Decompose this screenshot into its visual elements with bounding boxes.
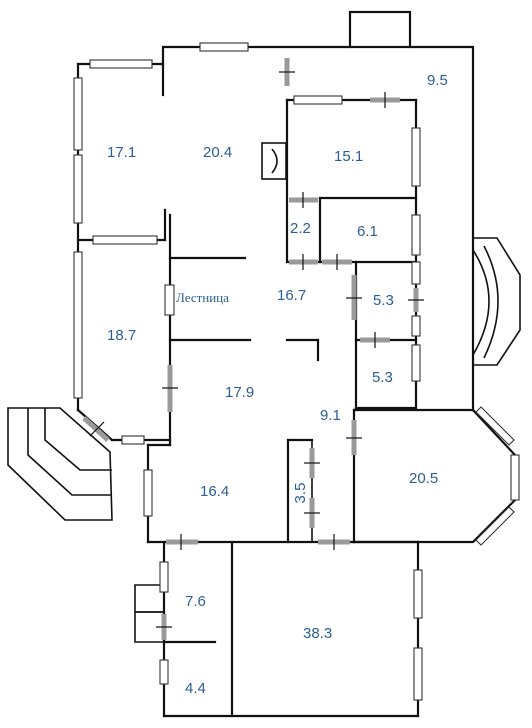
stair-label: Лестница xyxy=(176,290,229,305)
room-area-15-1: 15.1 xyxy=(334,148,363,165)
room-area-20-5: 20.5 xyxy=(409,470,438,487)
window xyxy=(475,506,515,546)
room-area-5-3-upper: 5.3 xyxy=(373,292,394,309)
room-area-18-7: 18.7 xyxy=(107,327,136,344)
room-area-20-4: 20.4 xyxy=(203,144,232,161)
left-terrace xyxy=(7,407,113,521)
window xyxy=(411,344,421,382)
windows xyxy=(73,42,520,701)
doors xyxy=(82,58,424,640)
window xyxy=(475,406,515,446)
room-area-2-2: 2.2 xyxy=(290,220,311,237)
fireplace-icon xyxy=(261,142,287,180)
room-area-5-3-lower: 5.3 xyxy=(372,369,393,386)
room-area-7-6: 7.6 xyxy=(185,593,206,610)
window xyxy=(293,95,343,105)
room-labels: 17.1 20.4 9.5 15.1 2.2 6.1 16.7 5.3 18.7… xyxy=(107,72,448,697)
window xyxy=(510,454,520,501)
room-area-17-1: 17.1 xyxy=(107,144,136,161)
right-bay xyxy=(472,237,521,366)
window xyxy=(411,261,421,285)
room-area-17-9: 17.9 xyxy=(225,384,254,401)
window xyxy=(73,77,83,151)
window xyxy=(411,214,421,256)
room-area-16-7: 16.7 xyxy=(277,287,306,304)
window xyxy=(73,154,83,224)
room-area-4-4: 4.4 xyxy=(185,680,206,697)
room-area-6-1: 6.1 xyxy=(357,223,378,240)
window xyxy=(411,315,421,337)
window xyxy=(89,59,153,69)
walls xyxy=(76,10,517,718)
window xyxy=(92,235,158,245)
window xyxy=(143,469,153,517)
window xyxy=(199,42,249,52)
room-area-38-3: 38.3 xyxy=(303,625,332,642)
window xyxy=(121,435,145,445)
room-area-9-1: 9.1 xyxy=(320,407,341,424)
window xyxy=(411,127,421,187)
room-area-9-5: 9.5 xyxy=(427,72,448,89)
window xyxy=(164,284,175,316)
room-area-16-4: 16.4 xyxy=(200,483,229,500)
room-area-3-5: 3.5 xyxy=(292,483,309,504)
window xyxy=(73,251,83,399)
window xyxy=(159,561,169,593)
window xyxy=(413,569,423,619)
window xyxy=(159,659,169,685)
window xyxy=(413,647,423,701)
